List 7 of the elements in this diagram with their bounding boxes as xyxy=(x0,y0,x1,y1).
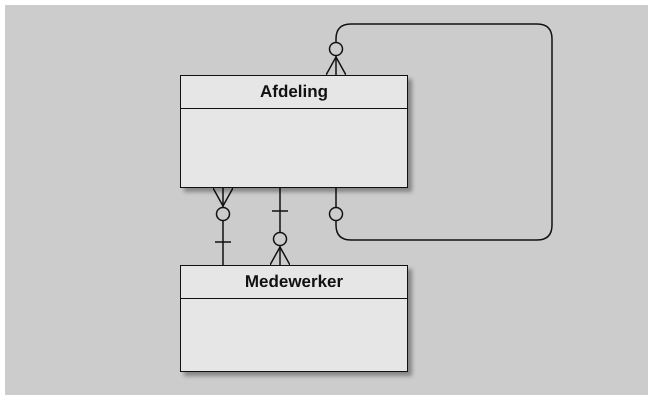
entity-box xyxy=(180,265,408,372)
relationship-line xyxy=(325,23,553,241)
entity-name: Medewerker xyxy=(244,271,344,294)
relationship-line xyxy=(212,187,234,265)
entity-name: Afdeling xyxy=(260,81,328,104)
entity-box xyxy=(180,75,408,188)
relationship-line xyxy=(269,188,291,266)
